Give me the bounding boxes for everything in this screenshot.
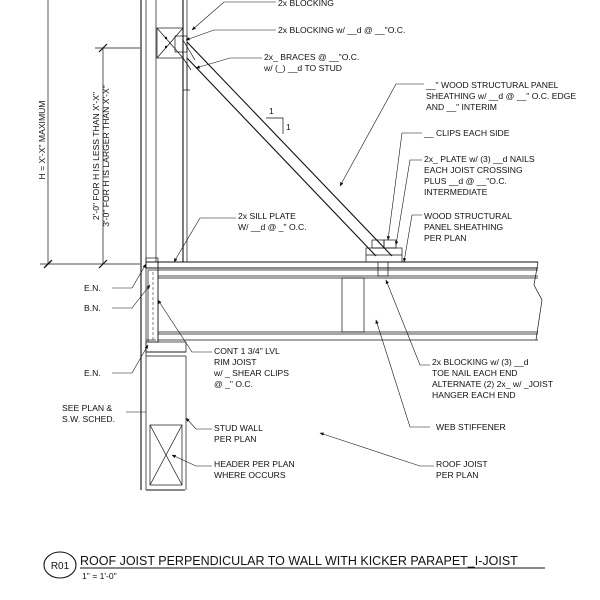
note-stud-2: PER PLAN: [214, 434, 257, 444]
roof-assembly: [146, 261, 543, 341]
note-sheathing-3: AND __" INTERIM: [426, 102, 497, 112]
title-block: R01 ROOF JOIST PERPENDICULAR TO WALL WIT…: [43, 551, 545, 581]
note-plate-4: INTERMEDIATE: [424, 187, 488, 197]
note-stud-1: STUD WALL: [214, 423, 263, 433]
note-wsp-1: WOOD STRUCTURAL: [424, 211, 512, 221]
note-sill-2: W/ __d @ _" O.C.: [238, 222, 307, 232]
height-dimension: [40, 0, 140, 269]
note-rim-3: w/ _ SHEAR CLIPS: [213, 368, 289, 378]
note-sill-1: 2x SILL PLATE: [238, 211, 296, 221]
note-see-plan-2: S.W. SCHED.: [62, 414, 115, 424]
note-blk-end-1: 2x BLOCKING w/ (3) __d: [432, 357, 529, 367]
note-braces-2: w/ (_) __d TO STUD: [263, 63, 342, 73]
slope-run-label: 1: [286, 122, 291, 132]
note-header-1: HEADER PER PLAN: [214, 459, 295, 469]
note-en-1: E.N.: [84, 283, 101, 293]
parapet-blocking: [156, 27, 188, 59]
slope-rise-label: 1: [269, 106, 274, 116]
detail-tag: R01: [51, 561, 70, 572]
note-blocking-oc: 2x BLOCKING w/ __d @ __"O.C.: [278, 25, 405, 35]
note-plate-3: PLUS __d @ __"O.C.: [424, 176, 507, 186]
callout-notes: 2x BLOCKING 2x BLOCKING w/ __d @ __"O.C.…: [62, 0, 576, 480]
note-joist-2: PER PLAN: [436, 470, 479, 480]
note-sheathing-1: __" WOOD STRUCTURAL PANEL: [425, 80, 559, 90]
note-blk-end-4: HANGER EACH END: [432, 390, 516, 400]
detail-title: ROOF JOIST PERPENDICULAR TO WALL WITH KI…: [80, 554, 518, 568]
slope-symbol: 1 1: [266, 106, 291, 134]
note-blk-end-3: ALTERNATE (2) 2x_ w/ _JOIST: [432, 379, 554, 389]
note-en-2: E.N.: [84, 368, 101, 378]
note-braces-1: 2x_ BRACES @ __"O.C.: [264, 52, 359, 62]
note-blk-end-2: TOE NAIL EACH END: [432, 368, 517, 378]
note-wsp-2: PANEL SHEATHING: [424, 222, 503, 232]
note-clips: __ CLIPS EACH SIDE: [423, 128, 510, 138]
note-plate-1: 2x_ PLATE w/ (3) __d NAILS: [424, 154, 535, 164]
exterior-wall: [140, 0, 188, 491]
note-web: WEB STIFFENER: [436, 422, 506, 432]
leader-lines: [112, 1, 434, 467]
note-joist-1: ROOF JOIST: [436, 459, 488, 469]
detail-tag-bubble: [43, 551, 77, 579]
kicker-plate: [365, 239, 403, 277]
less-than-label: 2'-0" FOR H IS LESS THAN X'-X": [91, 92, 101, 220]
rim-joist: [145, 257, 187, 490]
note-rim-4: @ _" O.C.: [214, 379, 253, 389]
note-header-2: WHERE OCCURS: [214, 470, 286, 480]
note-rim-2: RIM JOIST: [214, 357, 257, 367]
note-wsp-3: PER PLAN: [424, 233, 467, 243]
height-max-label: H = X'-X" MAXIMUM: [37, 101, 47, 180]
note-blocking: 2x BLOCKING: [278, 0, 334, 8]
note-see-plan-1: SEE PLAN &: [62, 403, 112, 413]
detail-scale: 1" = 1'-0": [82, 571, 117, 581]
note-sheathing-2: SHEATHING w/ __d @ __" O.C. EDGE: [426, 91, 576, 101]
larger-than-label: 3'-0" FOR H IS LARGER THAN X'-X": [101, 85, 111, 227]
note-rim-1: CONT 1 3/4" LVL: [214, 346, 280, 356]
note-plate-2: EACH JOIST CROSSING: [424, 165, 523, 175]
kicker-brace: [182, 39, 393, 257]
note-bn: B.N.: [84, 303, 101, 313]
